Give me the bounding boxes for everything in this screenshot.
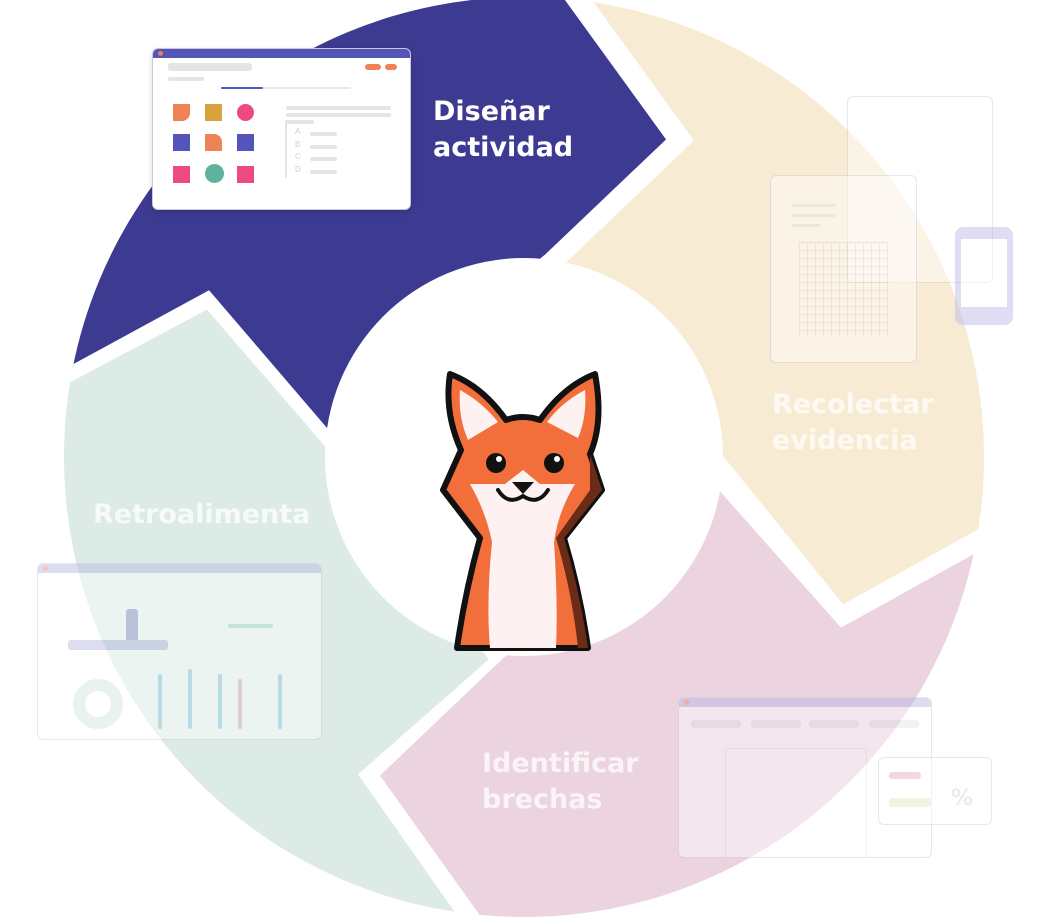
fox-belly — [470, 470, 575, 648]
phone-icon — [955, 227, 1013, 325]
step-label-collect: Recolectar evidencia — [772, 389, 934, 456]
evidence-document-graph — [770, 175, 917, 363]
fox-mascot-icon — [440, 371, 605, 651]
evidence-document-back — [847, 96, 993, 283]
fox-right-ear-inner — [547, 390, 586, 438]
step-label-identify: Identificar brechas — [482, 748, 639, 815]
step-label-feedback: Retroalimenta — [93, 499, 311, 530]
fox-left-ear-inner — [459, 390, 498, 440]
step-label-design: Diseñar actividad — [433, 96, 574, 163]
option-b: B — [295, 140, 301, 149]
gaps-score-card: % — [878, 757, 992, 825]
feedback-dashboard-card — [37, 563, 322, 740]
option-a: A — [295, 127, 301, 136]
gaps-report-card — [678, 697, 932, 858]
percent-symbol: % — [951, 786, 974, 811]
option-d: D — [295, 165, 301, 174]
design-activity-card: A B C D — [152, 48, 411, 210]
option-c: C — [295, 152, 301, 161]
